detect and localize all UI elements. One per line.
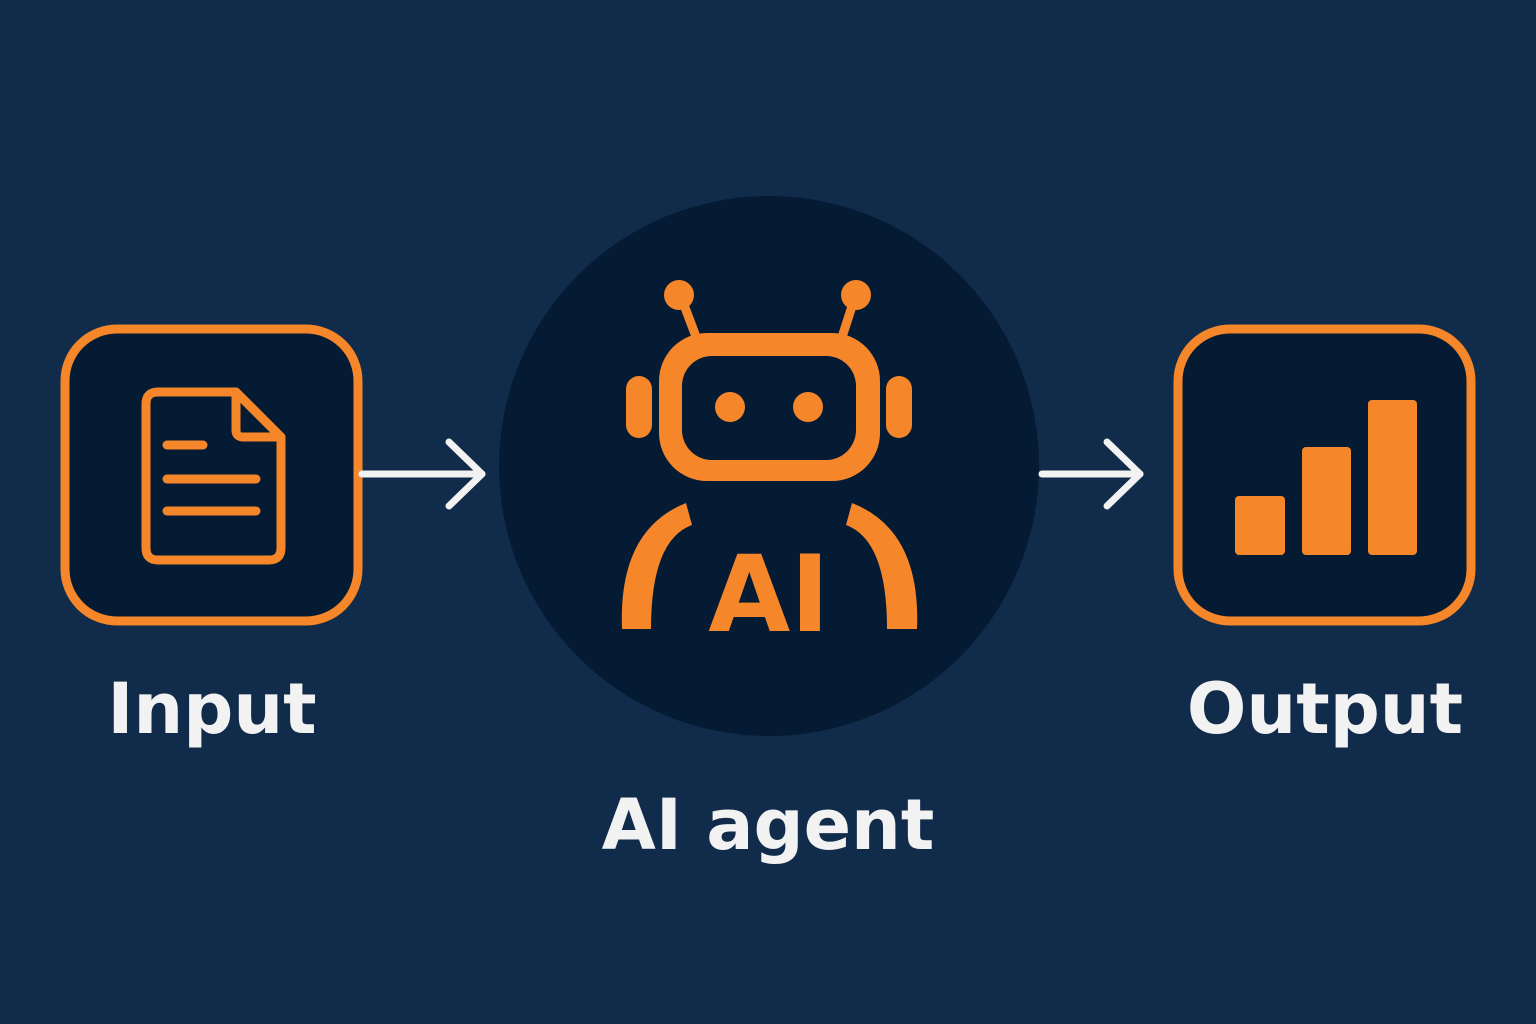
arrow-right-icon — [1038, 438, 1144, 510]
bar-chart-icon — [1235, 400, 1417, 555]
robot-icon — [621, 280, 918, 629]
agent-node: AI — [499, 196, 1039, 736]
agent-badge-text: AI — [708, 533, 829, 656]
document-icon — [141, 387, 286, 565]
output-label: Output — [1186, 668, 1464, 750]
input-label: Input — [107, 668, 317, 750]
input-node — [60, 324, 363, 626]
output-node — [1173, 324, 1476, 626]
arrow-right-icon — [358, 438, 486, 510]
agent-label: AI agent — [601, 784, 935, 866]
